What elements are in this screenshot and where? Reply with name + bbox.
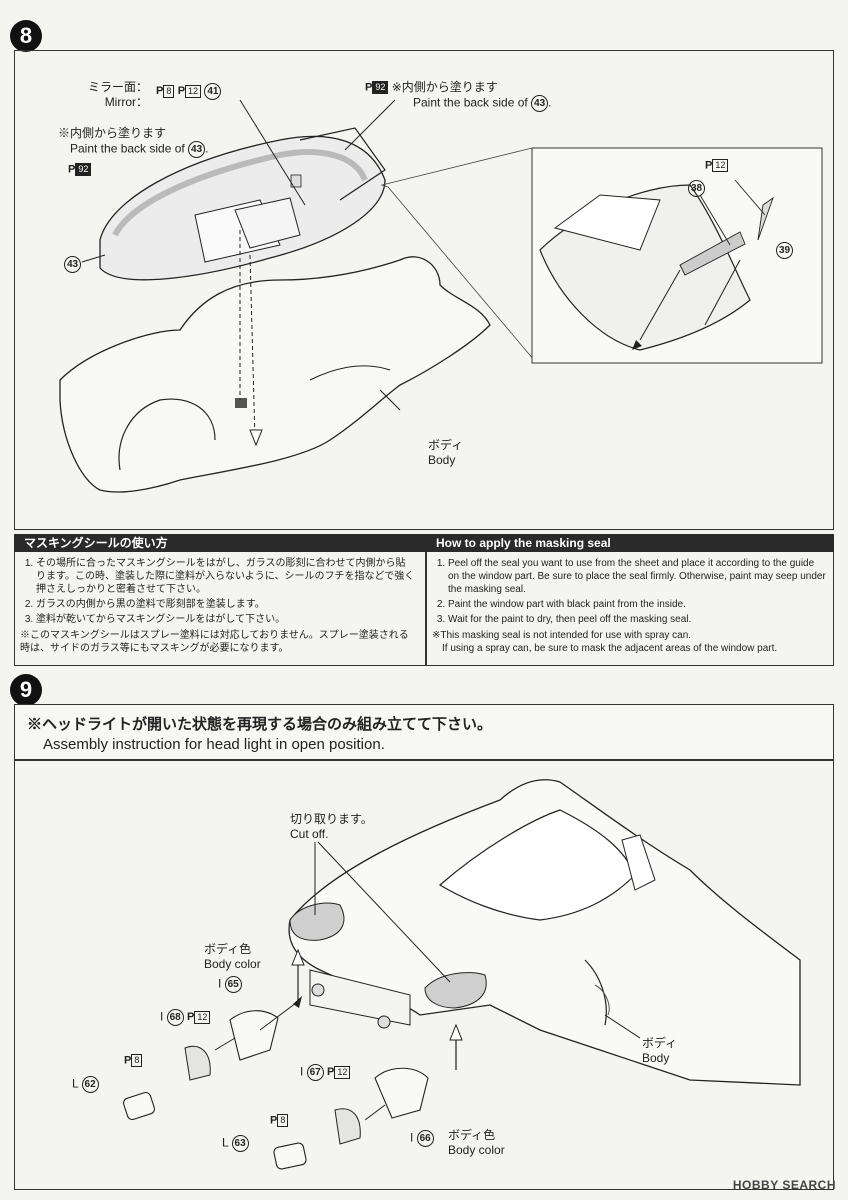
prefix-i: I: [218, 976, 222, 991]
part-66-callout: I 66: [410, 1130, 434, 1147]
body-color-jp: ボディ色: [204, 942, 252, 956]
part-number-43: 43: [64, 256, 81, 273]
masking-jp-step: 塗料が乾いてからマスキングシールをはがして下さい。: [36, 613, 415, 626]
masking-jp-title: マスキングシールの使い方: [14, 534, 426, 552]
body-color-en: Body color: [448, 1143, 505, 1157]
step-9-heading-jp: ※ヘッドライトが開いた状態を再現する場合のみ組み立てて下さい。: [27, 716, 493, 733]
paint-code-8: 8: [163, 85, 175, 98]
part-number-41: 41: [204, 83, 222, 100]
masking-en-step: Paint the window part with black paint f…: [448, 598, 828, 611]
part-number-63: 63: [231, 1135, 249, 1152]
paint-h-mark: P: [187, 1011, 195, 1023]
masking-en-step: Peel off the seal you want to use from t…: [448, 557, 828, 596]
body-label-jp: ボディ: [642, 1036, 678, 1050]
prefix-l: L: [72, 1076, 79, 1091]
paint-h-mark: P: [156, 85, 164, 97]
mirror-label-jp: ミラー面：: [88, 80, 149, 94]
mirror-label-en: Mirror：: [104, 95, 149, 109]
masking-jp-step: ガラスの内側から黒の塗料で彫刻部を塗装します。: [36, 598, 415, 611]
masking-en-instructions: Peel off the seal you want to use from t…: [432, 557, 828, 655]
masking-en-note-1: ※This masking seal is not intended for u…: [432, 630, 692, 641]
masking-en-note-2: If using a spray can, be sure to mask th…: [442, 643, 778, 654]
masking-en-title: How to apply the masking seal: [426, 534, 834, 552]
step-8-illustration: [59, 99, 823, 493]
paint-back-top-jp: ※内側から塗ります: [391, 80, 498, 94]
part-62-callout: L 62: [72, 1076, 99, 1093]
part-number-68: 68: [166, 1009, 184, 1026]
paint-back-left-jp: ※内側から塗ります: [58, 126, 167, 140]
cutoff-label-jp: 切り取ります。: [290, 812, 373, 826]
paint-code-92: 92: [75, 163, 92, 177]
paint-code-12: 12: [334, 1066, 351, 1079]
step-9-frame: [14, 760, 834, 1190]
paint-code-8: 8: [277, 1114, 289, 1128]
body-label-step9: ボディ Body: [642, 1036, 677, 1066]
cutoff-label-en: Cut off.: [290, 827, 329, 841]
prefix-i: I: [160, 1009, 164, 1024]
paint-h-mark: P: [705, 159, 713, 172]
step-9-heading-box: ※ヘッドライトが開いた状態を再現する場合のみ組み立てて下さい。 Assembly…: [14, 704, 834, 760]
masking-jp-note: ※このマスキングシールはスプレー塗料には対応しておりません。スプレー塗装される時…: [20, 630, 409, 654]
prefix-i: I: [300, 1064, 304, 1079]
paint-code-92: 92: [372, 81, 389, 95]
part-number-62: 62: [81, 1076, 99, 1093]
paint-back-top-en: Paint the back side of: [413, 96, 528, 110]
prefix-l: L: [222, 1135, 229, 1150]
part-number-39: 39: [776, 242, 793, 259]
part-number-66: 66: [416, 1130, 434, 1147]
part-39-callout: 39: [776, 242, 793, 259]
watermark: HOBBY SEARCH: [732, 1178, 836, 1192]
part-number-43: 43: [531, 95, 549, 113]
step-8-number: 8: [10, 20, 42, 52]
body-color-en: Body color: [204, 957, 261, 971]
paint-code-12: 12: [185, 85, 202, 98]
body-label-step8: ボディ Body: [428, 438, 463, 468]
masking-en-step: Wait for the paint to dry, then peel off…: [448, 613, 828, 626]
paint-h-mark: P: [177, 85, 186, 97]
paint-c-mark: P: [68, 163, 76, 176]
masking-jp-instructions: その場所に合ったマスキングシールをはがし、ガラスの彫刻に合わせて内側から貼ります…: [20, 557, 415, 655]
paint-code-8: 8: [131, 1054, 143, 1068]
step-9-number: 9: [10, 674, 42, 706]
step-8-frame: [14, 50, 834, 530]
body-color-label-1: ボディ色 Body color: [204, 942, 261, 972]
prefix-i: I: [410, 1130, 414, 1145]
paint-back-left-en: Paint the back side of: [70, 141, 185, 156]
part-65-callout: I 65: [218, 976, 242, 993]
cutoff-label: 切り取ります。 Cut off.: [290, 812, 373, 842]
body-label-jp: ボディ: [428, 438, 464, 452]
part-number-67: 67: [306, 1064, 324, 1081]
paint-h-mark: P: [327, 1066, 335, 1078]
body-color-jp: ボディ色: [448, 1128, 496, 1142]
paint-h-mark: P: [124, 1054, 132, 1067]
part-number-38: 38: [688, 180, 705, 197]
step-9-illustration: [123, 779, 801, 1170]
part-38-callout: 38: [688, 180, 705, 197]
body-color-label-2: ボディ色 Body color: [448, 1128, 505, 1158]
part-43-callout: 43: [64, 256, 81, 273]
part-63-callout: L 63: [222, 1135, 249, 1152]
part-number-65: 65: [224, 976, 242, 993]
paint-code-12: 12: [194, 1011, 211, 1024]
paint-c-mark: P: [365, 81, 373, 94]
body-label-en: Body: [642, 1051, 670, 1065]
step-9-heading-en: Assembly instruction for head light in o…: [43, 736, 385, 753]
body-label-en: Body: [428, 453, 456, 467]
part-number-43: 43: [188, 141, 206, 158]
mirror-label: ミラー面： Mirror：: [88, 80, 148, 110]
paint-code-12: 12: [712, 159, 729, 173]
masking-jp-step: その場所に合ったマスキングシールをはがし、ガラスの彫刻に合わせて内側から貼ります…: [36, 557, 415, 596]
paint-h-mark: P: [270, 1114, 278, 1127]
